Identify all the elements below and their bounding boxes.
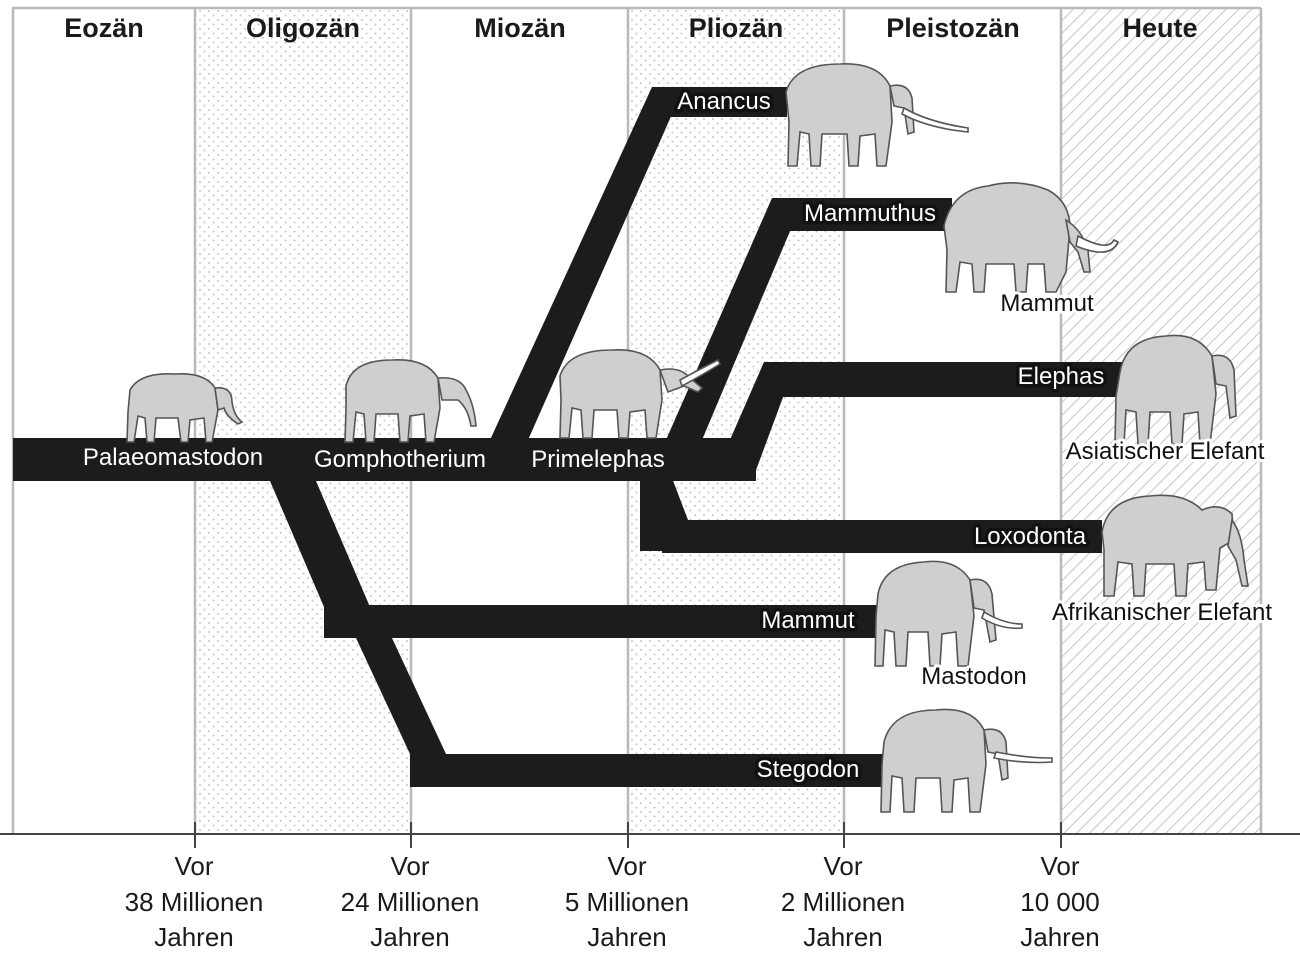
time-tick-label-24my: Vor 24 Millionen Jahren	[341, 851, 480, 952]
tick-label-line: 10 000	[1020, 887, 1100, 917]
label-mammuthus: Mammuthus	[804, 200, 936, 227]
label-mammoth-common: Mammut	[1000, 290, 1094, 317]
time-tick-label-38my: Vor 38 Millionen Jahren	[125, 851, 264, 952]
tick-label-line: Vor	[1040, 851, 1079, 881]
tick-label-line: Vor	[607, 851, 646, 881]
era-column-eozaen	[12, 8, 195, 834]
time-tick-label-2my: Vor 2 Millionen Jahren	[781, 851, 905, 952]
era-title-heute: Heute	[1122, 13, 1197, 43]
tick-label-line: Vor	[174, 851, 213, 881]
era-title-pleistozaen: Pleistozän	[886, 13, 1020, 43]
era-title-eozaen: Eozän	[64, 13, 144, 43]
tick-label-line: Vor	[390, 851, 429, 881]
label-mammut: Mammut	[761, 607, 855, 634]
label-gomphotherium: Gomphotherium	[314, 446, 486, 473]
label-loxodonta: Loxodonta	[974, 523, 1087, 550]
era-title-miozaen: Miozän	[474, 13, 566, 43]
label-palaeomastodon: Palaeomastodon	[83, 444, 263, 471]
tick-label-line: 2 Millionen	[781, 887, 905, 917]
label-mastodon-common: Mastodon	[921, 663, 1026, 690]
time-tick-label-5my: Vor 5 Millionen Jahren	[565, 851, 689, 952]
time-axis: Vor 38 Millionen Jahren Vor 24 Millionen…	[0, 822, 1300, 952]
time-tick-label-10000y: Vor 10 000 Jahren	[1020, 851, 1100, 952]
label-elephas: Elephas	[1018, 363, 1105, 390]
era-title-oligozaen: Oligozän	[246, 13, 360, 43]
tick-label-line: Vor	[823, 851, 862, 881]
label-anancus: Anancus	[677, 88, 770, 115]
tick-label-line: 5 Millionen	[565, 887, 689, 917]
label-african-elephant: Afrikanischer Elefant	[1052, 599, 1272, 626]
tick-label-line: 38 Millionen	[125, 887, 264, 917]
tick-label-line: Jahren	[154, 922, 234, 952]
label-stegodon: Stegodon	[757, 756, 860, 783]
tick-label-line: 24 Millionen	[341, 887, 480, 917]
tick-label-line: Jahren	[803, 922, 883, 952]
tick-label-line: Jahren	[587, 922, 667, 952]
era-column-oligozaen	[195, 8, 411, 834]
era-column-heute	[1061, 8, 1261, 834]
label-primelephas: Primelephas	[531, 446, 664, 473]
era-title-pliozaen: Pliozän	[689, 13, 784, 43]
tick-label-line: Jahren	[1020, 922, 1100, 952]
label-asian-elephant: Asiatischer Elefant	[1066, 438, 1265, 465]
tick-label-line: Jahren	[370, 922, 450, 952]
